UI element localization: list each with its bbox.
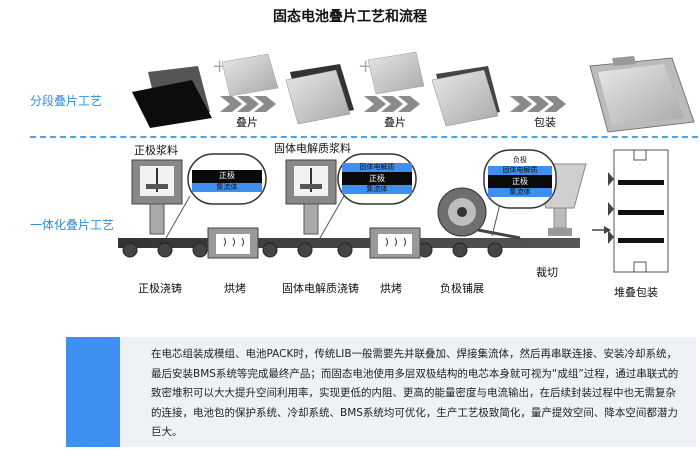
callout-3-anode: 负极 (513, 156, 527, 164)
description-box: 在电芯组装成模组、电池PACK时，传统LIB一般需要先并联叠加、焊接集流体，然后… (66, 337, 696, 447)
black-electrode-sheet (132, 66, 212, 128)
description-accent-bar (66, 337, 120, 447)
callout-3-collector: 集流体 (509, 188, 531, 196)
packaged-cell (589, 56, 695, 133)
chevrons-1 (220, 96, 276, 112)
anode-roll (437, 187, 521, 240)
row-label-integrated: 一体化叠片工艺 (30, 218, 115, 232)
callout-1-frame (165, 153, 267, 239)
callout-2-collector: 集流体 (366, 185, 388, 193)
caption-bake-2: 烘烤 (380, 282, 402, 295)
row-label-segmented: 分段叠片工艺 (30, 94, 103, 108)
plus-sign-1: + (212, 56, 227, 77)
dryer-2 (369, 227, 421, 259)
callout-2-electrolyte: 固体电解质 (359, 163, 395, 171)
caption-stack-pack: 堆叠包装 (614, 286, 658, 299)
dryer-1 (207, 227, 259, 259)
caption-stack-2: 叠片 (384, 116, 406, 129)
caption-stack-1: 叠片 (236, 116, 258, 129)
callout-2-cathode: 正极 (369, 174, 385, 183)
callout-2-frame (319, 153, 417, 239)
caption-electrolyte-casting: 固体电解质浇铸 (282, 282, 359, 295)
caption-cutting: 裁切 (536, 266, 558, 279)
stacked-sheet-2 (431, 66, 500, 127)
caption-pack: 包装 (534, 116, 556, 129)
caption-cathode-casting: 正极浇铸 (138, 282, 182, 295)
cathode-dispenser (131, 159, 183, 235)
callout-3-electrolyte: 固体电解质 (502, 166, 538, 174)
callout-1-cathode: 正极 (219, 171, 235, 180)
gray-sheet-2 (367, 51, 425, 95)
caption-electrolyte-slurry: 固体电解质浆料 (274, 142, 351, 155)
chevrons-2 (364, 96, 420, 112)
description-text: 在电芯组装成模组、电池PACK时，传统LIB一般需要先并联叠加、焊接集流体，然后… (151, 348, 679, 438)
electrolyte-dispenser (285, 159, 337, 235)
callout-1-collector: 集流体 (216, 183, 238, 191)
stacked-output (592, 149, 669, 273)
callout-3-frame (483, 149, 557, 237)
gray-sheet-1 (221, 53, 279, 97)
chevrons-3 (510, 96, 566, 112)
caption-bake-1: 烘烤 (224, 282, 246, 295)
row-divider (30, 136, 698, 138)
callout-3-cathode: 正极 (512, 177, 528, 186)
conveyor-belt (118, 238, 580, 258)
diagram-title: 固态电池叠片工艺和流程 (273, 9, 427, 25)
stacked-sheet-1 (285, 64, 354, 125)
caption-anode-spread: 负极铺展 (440, 282, 484, 295)
caption-cathode-slurry: 正极浆料 (134, 144, 178, 157)
